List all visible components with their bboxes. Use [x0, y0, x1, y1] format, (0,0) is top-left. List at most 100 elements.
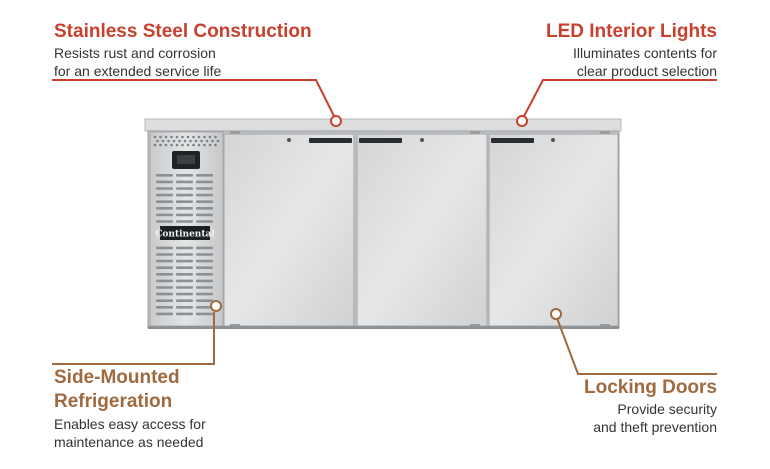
grille-hole	[161, 139, 165, 143]
vent-slot	[196, 207, 213, 210]
door-3[interactable]	[488, 131, 619, 327]
callout-line: and theft prevention	[593, 419, 717, 435]
callout-title: Stainless Steel Construction	[54, 21, 312, 42]
door-3-lock	[551, 138, 555, 142]
vent-slot	[176, 246, 193, 250]
grille-hole	[153, 143, 157, 147]
vent-slot	[156, 246, 173, 250]
vent-slot	[176, 312, 193, 316]
vent-slot	[176, 187, 193, 190]
locking-marker	[550, 308, 562, 320]
grille-hole	[164, 143, 168, 147]
door-2-handle[interactable]	[359, 138, 402, 143]
grille-hole	[194, 139, 198, 143]
callout-title: LED Interior Lights	[546, 21, 717, 42]
vent-slot	[156, 306, 173, 309]
vent-slot	[156, 180, 173, 184]
vent-slot	[176, 259, 193, 263]
vent-slot	[156, 286, 173, 289]
door-1[interactable]	[223, 131, 355, 327]
brand-badge	[160, 226, 210, 240]
door-1-lock	[287, 138, 291, 142]
vent-slot	[156, 220, 173, 223]
vent-slot	[156, 279, 173, 283]
grille-hole	[214, 143, 217, 147]
grille-hole	[183, 139, 187, 143]
vent-slot	[176, 273, 193, 276]
vent-slot	[176, 180, 193, 184]
grille-hole	[164, 135, 168, 139]
stainless-leader-line	[52, 79, 337, 121]
grille-hole	[159, 135, 162, 139]
side-marker	[210, 300, 222, 312]
grille-hole	[216, 139, 220, 143]
vent-slot	[176, 292, 193, 296]
vent-slot	[176, 299, 193, 302]
locking-leader-line	[556, 317, 717, 375]
vent-slot	[156, 253, 173, 256]
grille-hole	[159, 143, 162, 147]
callout-line: Illuminates contents for	[573, 45, 717, 61]
callout-line: for an extended service life	[54, 63, 222, 79]
grille-hole	[186, 143, 190, 147]
grille-hole	[181, 135, 184, 139]
vent-slot	[196, 292, 213, 296]
vent-slot	[196, 279, 213, 283]
vent-slot	[196, 246, 213, 250]
led-marker	[516, 115, 528, 127]
door-2-lock	[420, 138, 424, 142]
callout-line: clear product selection	[576, 63, 717, 79]
vent-slot	[156, 174, 173, 177]
vent-slot	[196, 299, 213, 302]
vent-slot	[196, 253, 213, 256]
vent-slot	[176, 174, 193, 177]
vent-slot	[196, 213, 213, 217]
vent-slot	[196, 193, 213, 197]
vent-slot	[156, 207, 173, 210]
grille-hole	[203, 135, 206, 139]
callout-title: Side-Mounted	[54, 367, 180, 388]
vent-slot	[196, 259, 213, 263]
grille-hole	[170, 135, 173, 139]
vent-slot	[196, 180, 213, 184]
grille-hole	[211, 139, 214, 143]
vent-slot	[156, 299, 173, 302]
side-leader-line	[52, 312, 215, 365]
vent-slot	[176, 213, 193, 217]
grille-hole	[197, 135, 201, 139]
grille-hole	[208, 135, 212, 139]
door-3-handle[interactable]	[491, 138, 534, 143]
callout-title: Locking Doors	[583, 377, 717, 398]
vent-slot	[176, 200, 193, 203]
vent-slot	[156, 266, 173, 269]
grille-hole	[189, 139, 192, 143]
grille-hole	[172, 139, 176, 143]
vent-slot	[196, 312, 213, 316]
vent-slot	[156, 200, 173, 203]
grille-hole	[208, 143, 212, 147]
grille-hole	[170, 143, 173, 147]
door-2[interactable]	[356, 131, 488, 327]
grille-hole	[175, 143, 179, 147]
door-1-handle[interactable]	[309, 138, 352, 143]
vent-slot	[196, 266, 213, 269]
grille-hole	[175, 135, 179, 139]
vent-slot	[176, 279, 193, 283]
led-leader-line	[521, 79, 717, 121]
stainless-marker	[330, 115, 342, 127]
grille-hole	[178, 139, 181, 143]
vent-slot	[176, 286, 193, 289]
grille-hole	[205, 139, 209, 143]
vent-slot	[156, 213, 173, 217]
vent-slot	[176, 266, 193, 269]
grille-hole	[200, 139, 203, 143]
grille-hole	[192, 143, 195, 147]
vent-slot	[156, 187, 173, 190]
vent-slot	[196, 200, 213, 203]
grille-hole	[197, 143, 201, 147]
vent-slot	[176, 207, 193, 210]
grille-hole	[214, 135, 217, 139]
vent-slot	[196, 174, 213, 177]
